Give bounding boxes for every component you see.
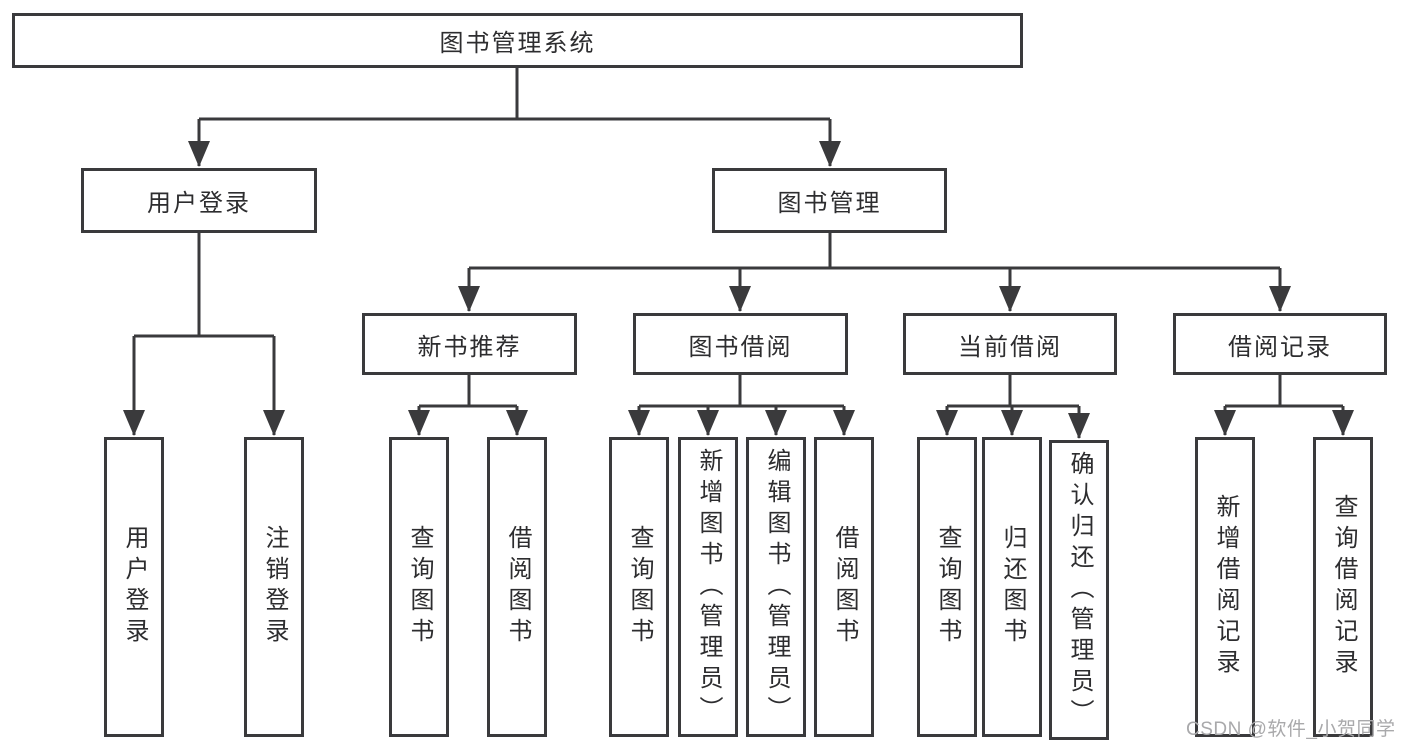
leaf-current-return-label: 归还图书 [999, 525, 1026, 649]
leaf-record-add-label: 新增借阅记录 [1212, 494, 1239, 680]
node-current-borrow-label: 当前借阅 [958, 333, 1062, 361]
node-book-borrow-label: 图书借阅 [688, 333, 793, 361]
leaf-current-confirm-return-label: 确认归还（管理员） [1066, 450, 1093, 730]
node-root-label: 图书管理系统 [439, 30, 596, 57]
leaf-current-confirm-return: 确认归还（管理员） [1049, 440, 1109, 740]
leaf-newbook-borrow-label: 借阅图书 [504, 525, 531, 649]
node-borrow-record: 借阅记录 [1173, 313, 1387, 375]
leaf-current-query-label: 查询图书 [934, 525, 961, 649]
node-current-borrow: 当前借阅 [903, 313, 1117, 375]
leaf-borrow-edit-book-label: 编辑图书（管理员） [763, 447, 790, 727]
node-user-login: 用户登录 [81, 168, 317, 233]
node-new-book-recommend: 新书推荐 [362, 313, 577, 375]
node-borrow-record-label: 借阅记录 [1228, 333, 1332, 361]
leaf-newbook-borrow: 借阅图书 [487, 437, 547, 737]
node-root: 图书管理系统 [12, 13, 1023, 68]
leaf-logout: 注销登录 [244, 437, 304, 737]
node-book-management: 图书管理 [712, 168, 947, 233]
leaf-newbook-query-label: 查询图书 [406, 525, 433, 649]
leaf-borrow-query: 查询图书 [609, 437, 669, 737]
node-user-login-label: 用户登录 [147, 190, 251, 217]
leaf-borrow-add-book-label: 新增图书（管理员） [695, 447, 722, 727]
leaf-record-query-label: 查询借阅记录 [1330, 494, 1357, 680]
leaf-record-add: 新增借阅记录 [1195, 437, 1255, 737]
node-book-management-label: 图书管理 [777, 190, 882, 217]
leaf-newbook-query: 查询图书 [389, 437, 449, 737]
csdn-watermark: CSDN @软件_小贺同学 [1186, 719, 1396, 740]
leaf-user-login: 用户登录 [104, 437, 164, 737]
leaf-current-return: 归还图书 [982, 437, 1042, 737]
leaf-borrow-query-label: 查询图书 [626, 525, 653, 649]
leaf-borrow-borrow-book-label: 借阅图书 [831, 525, 858, 649]
leaf-logout-label: 注销登录 [261, 525, 288, 649]
leaf-borrow-edit-book: 编辑图书（管理员） [746, 437, 806, 737]
node-new-book-recommend-label: 新书推荐 [417, 333, 522, 361]
leaf-borrow-add-book: 新增图书（管理员） [678, 437, 738, 737]
leaf-current-query: 查询图书 [917, 437, 977, 737]
leaf-user-login-label: 用户登录 [121, 525, 148, 649]
node-book-borrow: 图书借阅 [633, 313, 848, 375]
leaf-record-query: 查询借阅记录 [1313, 437, 1373, 737]
leaf-borrow-borrow-book: 借阅图书 [814, 437, 874, 737]
